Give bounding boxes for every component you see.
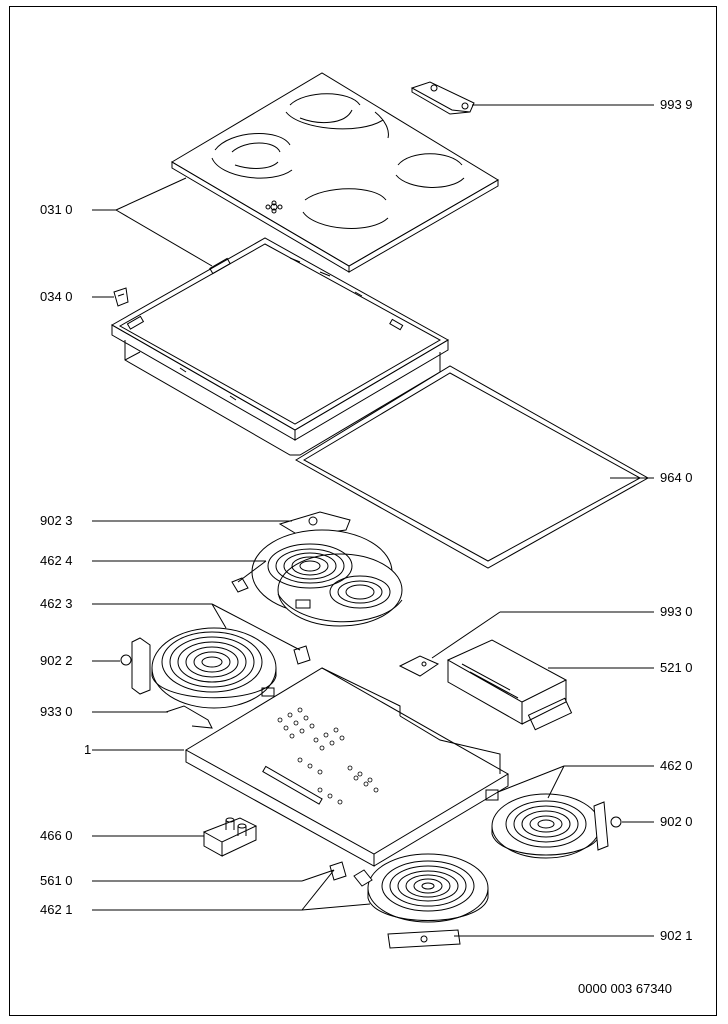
label-466-0: 466 0 xyxy=(40,828,73,843)
label-034-0: 034 0 xyxy=(40,289,73,304)
label-902-2: 902 2 xyxy=(40,653,73,668)
label-902-0: 902 0 xyxy=(660,814,693,829)
ceramic-glass-top xyxy=(172,73,498,272)
base-tray xyxy=(186,668,508,866)
label-462-3: 462 3 xyxy=(40,596,73,611)
control-module xyxy=(400,640,572,730)
clip-933-0 xyxy=(166,706,212,728)
document-number: 0000 003 67340 xyxy=(578,981,672,996)
sensor-561-0 xyxy=(330,862,346,880)
switch-466-0 xyxy=(204,818,256,856)
label-561-0: 561 0 xyxy=(40,873,73,888)
round-heating-element-front xyxy=(354,854,488,948)
label-993-0: 993 0 xyxy=(660,604,693,619)
oval-heating-element xyxy=(232,512,402,626)
label-993-9: 993 9 xyxy=(660,97,693,112)
bracket-993-9 xyxy=(412,82,474,114)
label-933-0: 933 0 xyxy=(40,704,73,719)
label-462-0: 462 0 xyxy=(660,758,693,773)
label-462-1: 462 1 xyxy=(40,902,73,917)
label-521-0: 521 0 xyxy=(660,660,693,675)
label-964-0: 964 0 xyxy=(660,470,693,485)
label-902-3: 902 3 xyxy=(40,513,73,528)
round-heating-element-right xyxy=(486,790,621,858)
label-902-1: 902 1 xyxy=(660,928,693,943)
clip-034-0 xyxy=(114,288,128,306)
label-462-4: 462 4 xyxy=(40,553,73,568)
label-1: 1 xyxy=(84,742,92,757)
label-031-0: 031 0 xyxy=(40,202,73,217)
round-heating-element-left xyxy=(121,628,310,708)
hob-frame xyxy=(112,238,448,455)
leader-lines xyxy=(92,105,654,936)
